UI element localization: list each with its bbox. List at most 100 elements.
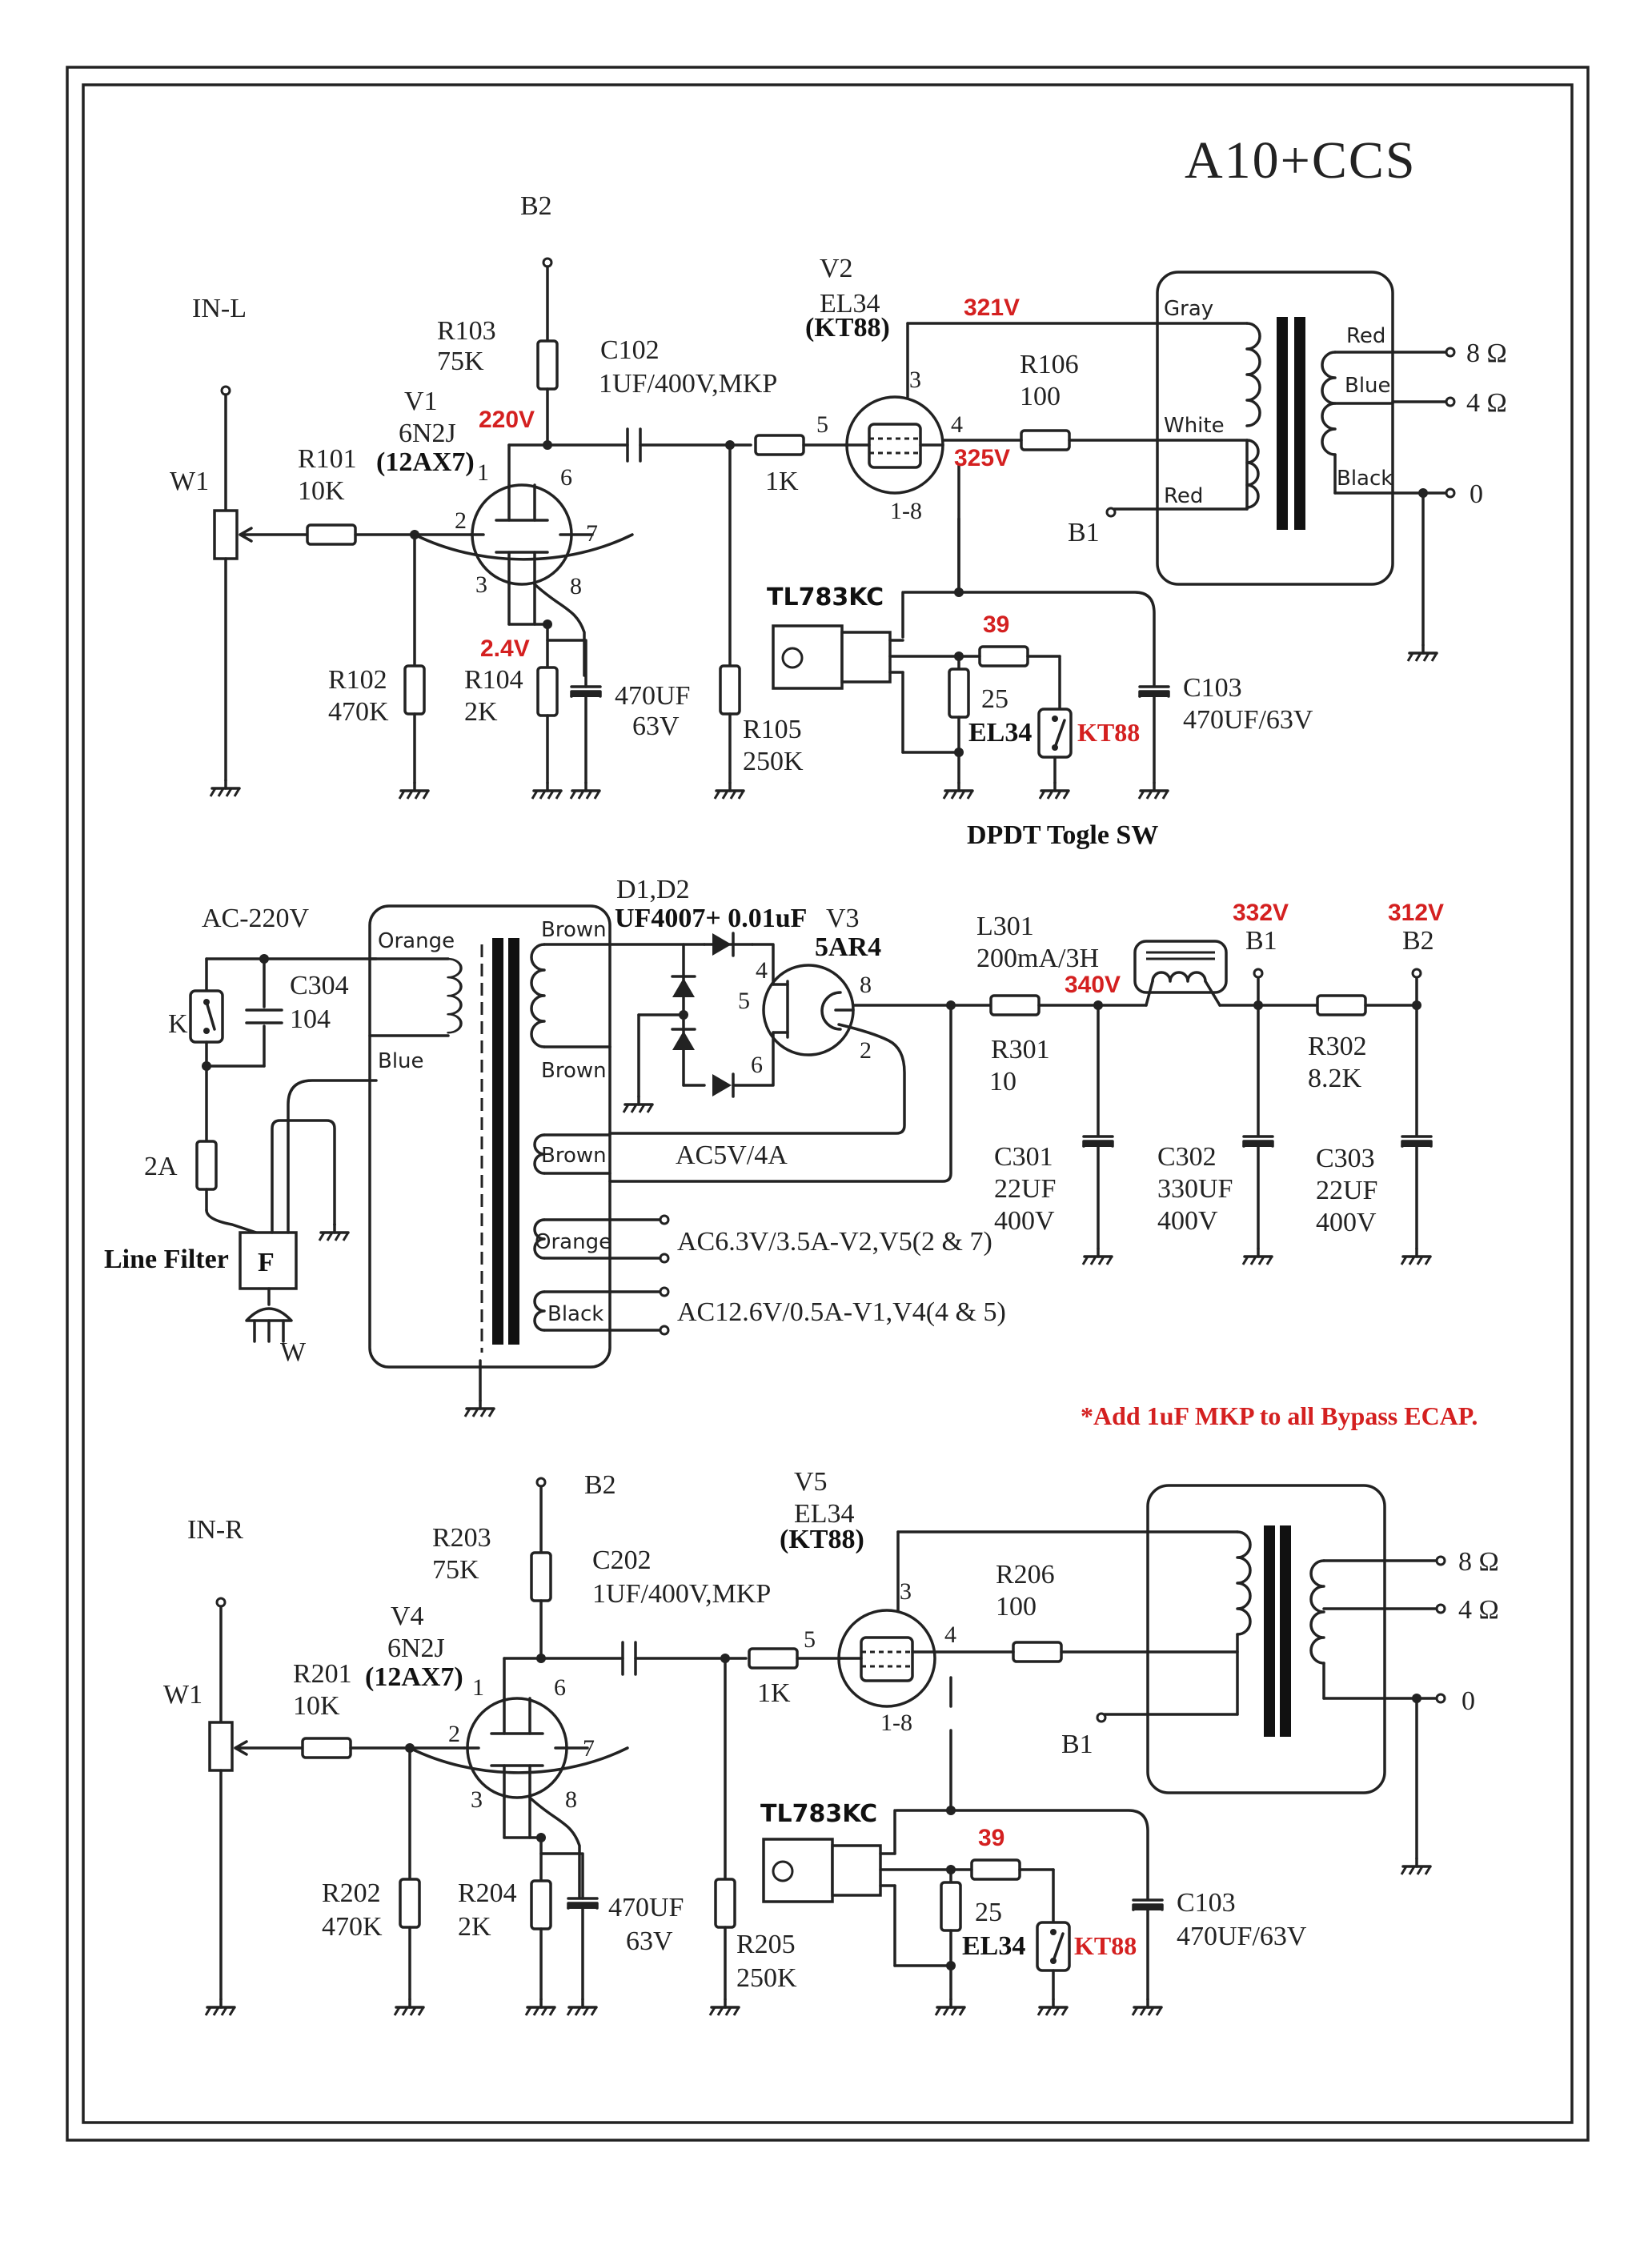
r106-value: 100	[1020, 382, 1061, 411]
v2-screen-voltage: 325V	[954, 445, 1010, 471]
r202-value: 470K	[322, 1912, 383, 1942]
c302-rating: 400V	[1157, 1206, 1218, 1236]
b2-voltage: 312V	[1388, 900, 1444, 926]
power-transformer	[368, 904, 611, 1369]
v1-alt: (12AX7)	[376, 447, 475, 477]
c304-ref: C304	[290, 971, 349, 1000]
r105-value: 250K	[743, 747, 804, 776]
c202-ref: C202	[592, 1545, 652, 1575]
v2-pin-5: 5	[816, 411, 828, 438]
pot-w1-right	[208, 1721, 234, 1772]
r301-value: 10	[989, 1067, 1016, 1096]
input-label-left: IN-L	[192, 294, 247, 323]
r102-ref: R102	[328, 665, 387, 695]
r106-ref: R106	[1020, 350, 1079, 379]
cathode-cap-rating-left: 63V	[632, 712, 680, 741]
b1-node-label: B1	[1245, 926, 1277, 956]
r104-ref: R104	[464, 665, 523, 695]
r203-ref: R203	[432, 1523, 491, 1553]
v1-type: 6N2J	[399, 419, 456, 448]
c202-value: 1UF/400V,MKP	[592, 1579, 771, 1609]
v2-type: EL34	[820, 289, 880, 319]
power-switch-k	[189, 989, 224, 1044]
ccs-r-bottom-left: 25	[981, 684, 1008, 714]
v2-alt: (KT88)	[805, 313, 890, 343]
r206-ref: R206	[996, 1560, 1055, 1590]
v3-pin-5: 5	[738, 988, 750, 1014]
v4-alt: (12AX7)	[365, 1662, 463, 1692]
pt-wire-orange-secondary: Orange	[535, 1230, 611, 1254]
sw-kt88-right: KT88	[1074, 1931, 1137, 1960]
b2-label-right: B2	[584, 1470, 616, 1500]
l301-value: 200mA/3H	[976, 944, 1099, 973]
v3-ref: V3	[826, 904, 860, 933]
c303-ref: C303	[1316, 1144, 1375, 1173]
b2-label-left: B2	[520, 191, 552, 221]
v5-name: V5	[794, 1467, 828, 1497]
left-channel: IN-L W1 R101 10K R102 470K 2 3 1 6	[170, 191, 1507, 850]
v4-pin-1: 1	[472, 1674, 484, 1701]
tap-0-right: 0	[1462, 1686, 1475, 1716]
choke-l301	[1133, 940, 1228, 994]
pt-wire-orange-primary: Orange	[378, 929, 455, 953]
v4-pin-3: 3	[471, 1786, 483, 1813]
pt-wire-brown-2: Brown	[541, 1059, 607, 1083]
tap-8ohm-right: 8 Ω	[1458, 1547, 1499, 1577]
pt-wire-brown-1: Brown	[541, 918, 607, 942]
output-transformer-right	[1146, 1484, 1386, 1794]
power-supply: AC-220V K C304 104 2A F Line Filter	[104, 875, 1478, 1430]
v3-pin-8: 8	[860, 972, 872, 998]
v4-type: 6N2J	[387, 1634, 445, 1663]
b1-voltage: 332V	[1233, 900, 1289, 926]
pt-wire-blue-primary: Blue	[378, 1049, 424, 1073]
tap-0-left: 0	[1470, 479, 1483, 509]
heater-63v-label: AC6.3V/3.5A-V2,V5(2 & 7)	[677, 1227, 992, 1257]
ccs-chip-label-right: TL783KC	[760, 1800, 877, 1828]
switch-k-label: K	[168, 1009, 188, 1039]
v1-pin-8: 8	[570, 573, 582, 599]
c303-value: 22UF	[1316, 1176, 1377, 1205]
sw-el34-left: EL34	[968, 718, 1032, 748]
v3-type: 5AR4	[815, 932, 881, 962]
r204-ref: R204	[458, 1878, 517, 1908]
v1-name: V1	[404, 387, 438, 416]
ccs-chip-label-left: TL783KC	[767, 583, 884, 611]
tube-v5	[837, 1609, 936, 1708]
v1-plate-voltage: 220V	[479, 407, 535, 433]
fuse-label: 2A	[144, 1152, 178, 1181]
dpdt-switch-label: DPDT Togle SW	[967, 820, 1158, 850]
plug-label: W	[280, 1337, 307, 1367]
cathode-cap-rating-right: 63V	[626, 1926, 673, 1956]
r203-value: 75K	[432, 1555, 479, 1585]
v1-pin-6: 6	[560, 464, 572, 491]
c302-value: 330UF	[1157, 1174, 1233, 1204]
v3-pin-4: 4	[756, 957, 768, 984]
r105-ref: R105	[743, 715, 802, 744]
ot-wire-white: White	[1164, 414, 1225, 438]
v2-name: V2	[820, 254, 853, 283]
r102-value: 470K	[328, 697, 389, 727]
sw-el34-right: EL34	[962, 1931, 1025, 1961]
bypass-note: *Add 1uF MKP to all Bypass ECAP.	[1081, 1401, 1478, 1430]
c304-value: 104	[290, 1004, 331, 1034]
v4-pin-6: 6	[554, 1674, 566, 1701]
cathode-cap-value-right: 470UF	[608, 1893, 684, 1922]
c303-rating: 400V	[1316, 1208, 1377, 1237]
r302-value: 8.2K	[1308, 1064, 1362, 1093]
r103-ref: R103	[437, 316, 496, 346]
r206-value: 100	[996, 1592, 1037, 1622]
sw-kt88-left: KT88	[1077, 718, 1140, 747]
cathode-cap-value-left: 470UF	[615, 681, 690, 711]
ot-sec-red: Red	[1346, 324, 1385, 348]
v1-pin-3: 3	[475, 571, 487, 598]
tube-v1	[471, 483, 573, 586]
fuse-2a	[195, 1140, 218, 1191]
b2-node-label: B2	[1402, 926, 1434, 956]
line-filter-label: Line Filter	[104, 1245, 229, 1274]
diodes-ref: D1,D2	[616, 875, 690, 904]
r103-value: 75K	[437, 347, 484, 376]
grid-r-left: 1K	[765, 467, 799, 496]
r101-ref: R101	[298, 444, 357, 474]
ccs-r-bottom-right: 25	[975, 1898, 1002, 1927]
b1-label-right: B1	[1061, 1730, 1093, 1759]
